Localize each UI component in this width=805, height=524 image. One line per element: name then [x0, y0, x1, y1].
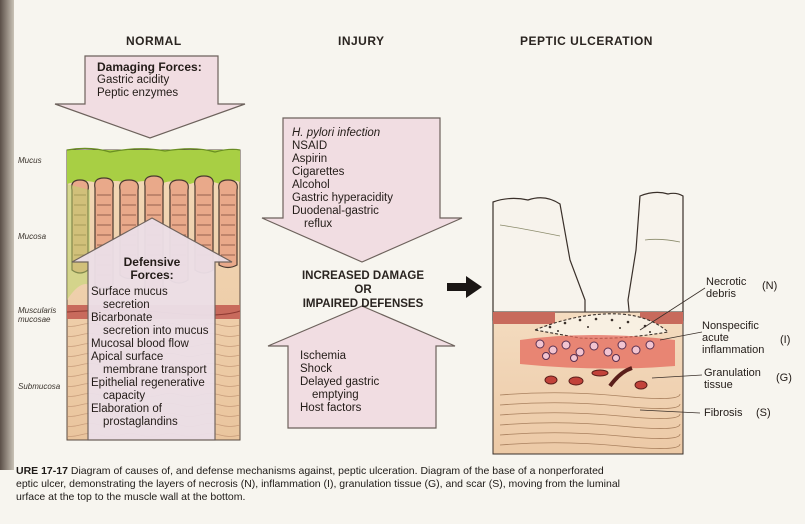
callout-code-i: (I): [780, 334, 790, 346]
injury-causes-text: H. pylori infection NSAID Aspirin Cigare…: [292, 127, 393, 231]
figure-label: URE 17-17: [16, 465, 68, 477]
injury-item: H. pylori infection: [292, 127, 393, 140]
defensive-item: Apical surface: [91, 351, 213, 364]
injury-item: reflux: [292, 218, 393, 231]
damaging-forces-text: Damaging Forces: Gastric acidity Peptic …: [97, 61, 202, 100]
injury-item: Aspirin: [292, 153, 393, 166]
defensive-item: secretion: [91, 299, 213, 312]
increased-damage-statement: INCREASED DAMAGE OR IMPAIRED DEFENSES: [283, 269, 443, 311]
impairment-item: Host factors: [300, 402, 379, 415]
defensive-item: Mucosal blood flow: [91, 338, 213, 351]
defensive-heading: Forces:: [91, 269, 213, 282]
callout-code-s: (S): [756, 407, 771, 419]
progression-arrow: [447, 276, 482, 298]
defensive-item: capacity: [91, 390, 213, 403]
layer-label-muscularis: Muscularis mucosae: [18, 306, 56, 324]
figure-caption: URE 17-17 Diagram of causes of, and defe…: [16, 465, 803, 504]
callout-granulation: Granulation tissue: [704, 367, 761, 391]
callout-fibrosis: Fibrosis: [704, 407, 743, 419]
impairment-item: emptying: [300, 389, 379, 402]
callout-inflammation: Nonspecific acute inflammation: [702, 320, 764, 356]
injury-item: Cigarettes: [292, 166, 393, 179]
defensive-item: Bicarbonate: [91, 312, 213, 325]
layer-label-submucosa: Submucosa: [18, 382, 60, 391]
impairment-item: Ischemia: [300, 350, 379, 363]
injury-item: Gastric hyperacidity: [292, 192, 393, 205]
impairment-item: Delayed gastric: [300, 376, 379, 389]
defensive-item: Surface mucus: [91, 286, 213, 299]
impairment-item: Shock: [300, 363, 379, 376]
defensive-item: secretion into mucus: [91, 325, 213, 338]
defensive-item: Elaboration of: [91, 403, 213, 416]
defensive-item: prostaglandins: [91, 416, 213, 429]
defensive-item: Epithelial regenerative: [91, 377, 213, 390]
callout-code-n: (N): [762, 280, 777, 292]
callout-code-g: (G): [776, 372, 792, 384]
defense-impairment-text: Ischemia Shock Delayed gastric emptying …: [300, 350, 379, 415]
damaging-item: Gastric acidity: [97, 74, 202, 87]
peptic-ulcer-block: [493, 192, 705, 454]
injury-item: NSAID: [292, 140, 393, 153]
defensive-forces-text: Defensive Forces: Surface mucus secretio…: [91, 256, 213, 429]
injury-item: Alcohol: [292, 179, 393, 192]
layer-label-mucosa: Mucosa: [18, 232, 46, 241]
damaging-forces-heading: Damaging Forces:: [97, 61, 202, 74]
defensive-item: membrane transport: [91, 364, 213, 377]
damaging-item: Peptic enzymes: [97, 87, 202, 100]
injury-item: Duodenal-gastric: [292, 205, 393, 218]
callout-necrotic-debris: Necrotic debris: [706, 276, 746, 300]
layer-label-mucus: Mucus: [18, 156, 42, 165]
